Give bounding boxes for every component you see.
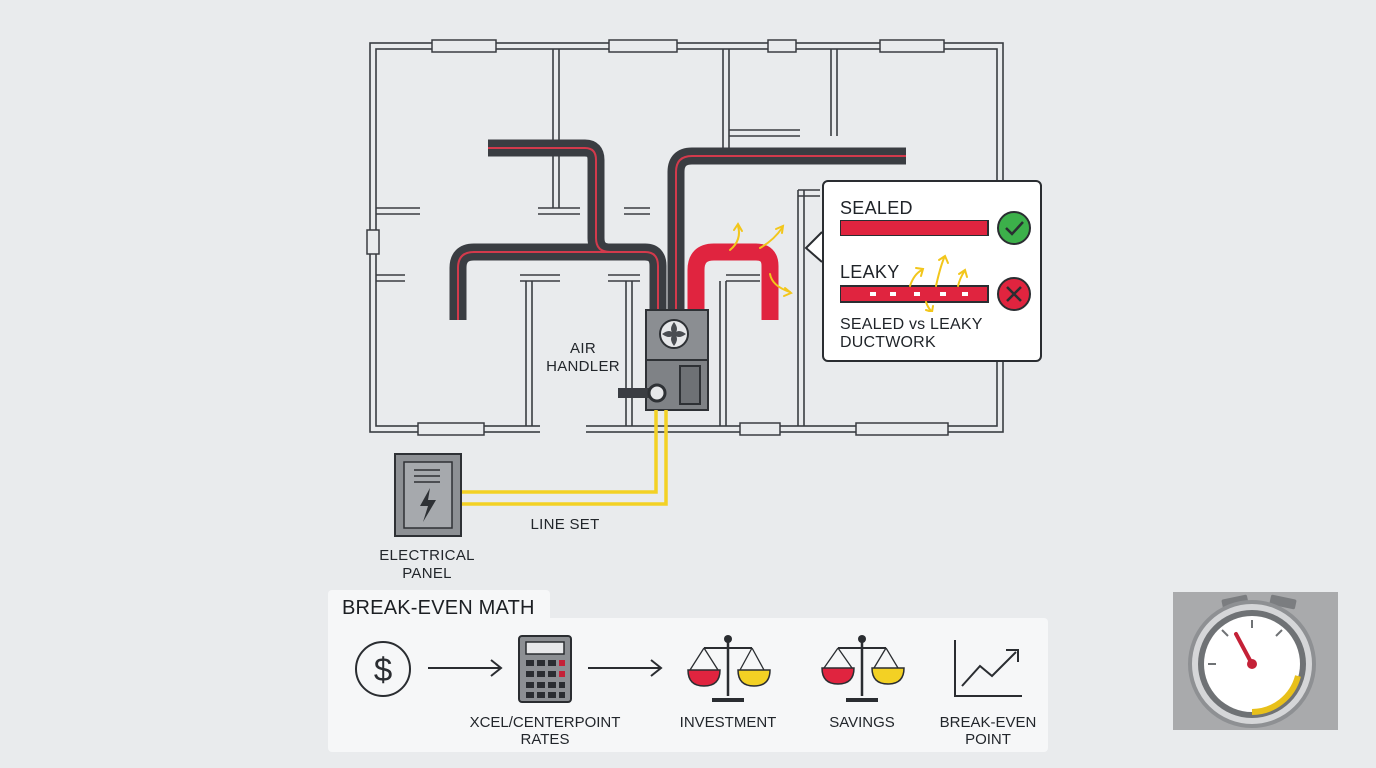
rates-label-line2: RATES xyxy=(520,731,570,748)
air-handler-label-line1: AIR xyxy=(570,340,596,357)
lightning-icon xyxy=(420,488,436,522)
fan-icon xyxy=(659,319,689,349)
electrical-panel-label-line2: PANEL xyxy=(402,565,452,582)
leak-arrows xyxy=(909,254,968,312)
line-set-label: LINE SET xyxy=(530,516,600,533)
rates-label-line1: XCEL/CENTERPOINT xyxy=(469,714,621,731)
break-even-title: BREAK-EVEN MATH xyxy=(342,597,535,619)
electrical-panel-label: ELECTRICAL PANEL xyxy=(370,547,484,583)
air-handler-unit xyxy=(618,309,709,411)
air-handler-label-line2: HANDLER xyxy=(546,358,620,375)
leaky-duct-bar xyxy=(840,254,989,312)
windows xyxy=(366,39,949,436)
comparison-caption-line2: DUCTWORK xyxy=(840,334,936,351)
timer-thumbnail xyxy=(1173,592,1338,730)
sealed-label: SEALED xyxy=(840,198,913,218)
electrical-panel-label-line1: ELECTRICAL xyxy=(379,547,475,564)
investment-label: INVESTMENT xyxy=(679,714,777,731)
sealed-duct-bar xyxy=(840,220,989,236)
break-even-point-label: BREAK-EVEN POINT xyxy=(930,714,1046,748)
rates-label: XCEL/CENTERPOINT RATES xyxy=(460,714,630,748)
savings-label: SAVINGS xyxy=(829,714,895,731)
break-even-point-label-line1: BREAK-EVEN xyxy=(939,714,1037,731)
leak-arrows xyxy=(729,222,793,297)
supply-ductwork xyxy=(449,139,906,320)
electrical-panel xyxy=(394,453,462,537)
break-even-point-label-line2: POINT xyxy=(965,731,1011,748)
ductwork-comparison-callout: SEALED LEAKY SEALED vs LEAKY DUCTWORK xyxy=(822,180,1042,362)
air-handler-label: AIR HANDLER xyxy=(540,340,626,376)
wall-openings xyxy=(540,424,586,434)
leaky-label: LEAKY xyxy=(840,262,900,282)
line-set xyxy=(462,410,668,506)
x-icon xyxy=(997,277,1031,311)
check-icon xyxy=(997,211,1031,245)
comparison-caption: SEALED vs LEAKY DUCTWORK xyxy=(840,316,983,352)
comparison-caption-line1: SEALED vs LEAKY xyxy=(840,316,983,333)
floor-plan-walls xyxy=(369,42,1004,433)
